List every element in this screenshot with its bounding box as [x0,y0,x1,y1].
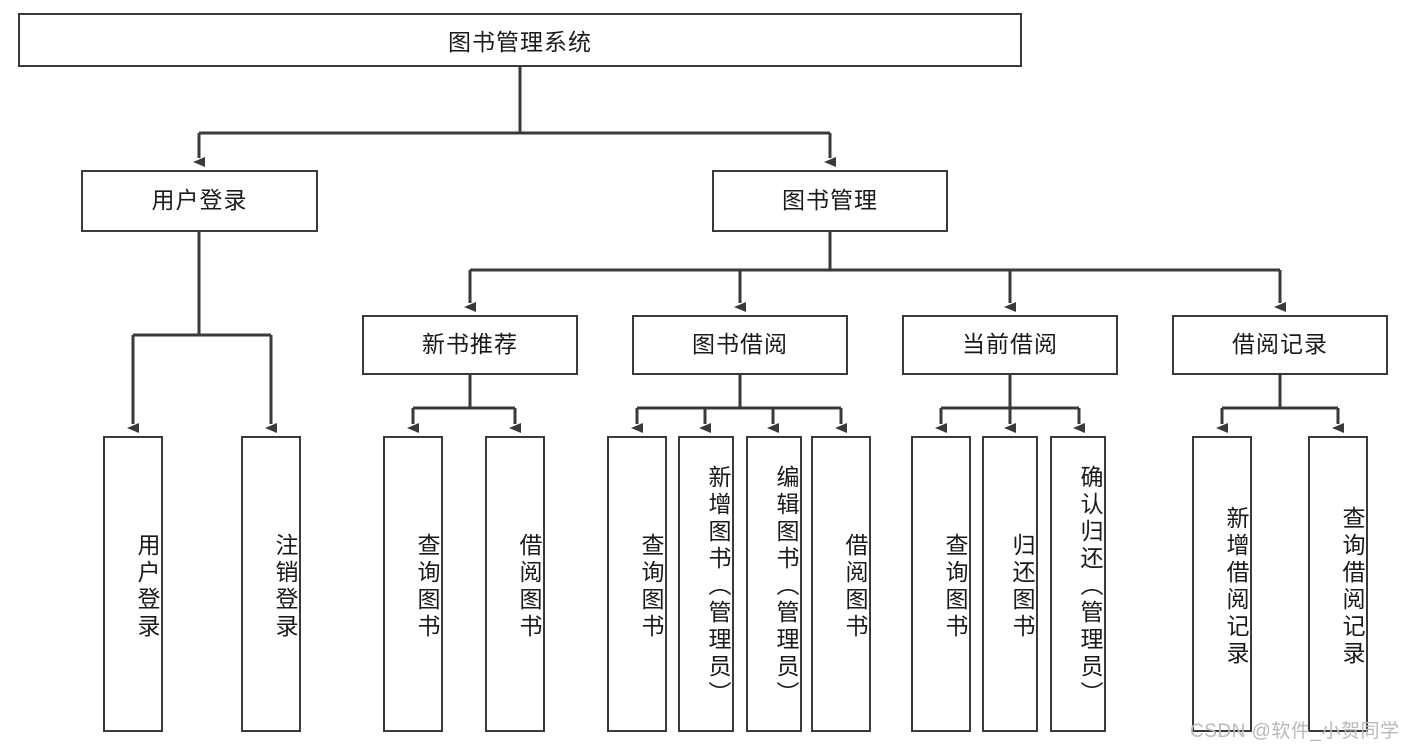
leaf-user-login[interactable]: 用户登录 [103,436,163,732]
leaf-return-book[interactable]: 归还图书 [982,436,1038,732]
leaf-borrow-book-2[interactable]: 借阅图书 [811,436,871,732]
node-root[interactable]: 图书管理系统 [18,13,1022,67]
leaf-confirm-return[interactable]: 确认归还（管理员） [1050,436,1106,732]
leaf-query-record-label: 查询借阅记录 [1339,506,1365,668]
leaf-borrow-book-2-label: 借阅图书 [842,533,868,641]
leaf-add-book[interactable]: 新增图书（管理员） [678,436,734,732]
node-new-book-recommend[interactable]: 新书推荐 [362,315,578,375]
leaf-add-book-label: 新增图书（管理员） [705,464,731,708]
leaf-edit-book-label: 编辑图书（管理员） [773,464,799,708]
node-current-borrow[interactable]: 当前借阅 [902,315,1118,375]
node-current-borrow-label: 当前借阅 [962,331,1058,358]
node-root-label: 图书管理系统 [448,29,592,55]
node-book-borrow[interactable]: 图书借阅 [632,315,848,375]
node-book-borrow-label: 图书借阅 [692,331,788,358]
node-borrow-record-label: 借阅记录 [1232,331,1328,358]
leaf-query-book-1-label: 查询图书 [414,533,440,641]
node-user-login[interactable]: 用户登录 [81,170,318,232]
leaf-query-book-2-label: 查询图书 [638,533,664,641]
leaf-user-logout[interactable]: 注销登录 [241,436,301,732]
leaf-query-book-2[interactable]: 查询图书 [607,436,667,732]
leaf-query-book-3-label: 查询图书 [942,533,968,641]
node-new-book-recommend-label: 新书推荐 [422,331,518,358]
csdn-watermark: CSDN @软件_小贺同学 [1190,721,1400,742]
node-user-login-label: 用户登录 [151,187,248,214]
leaf-query-book-3[interactable]: 查询图书 [911,436,971,732]
leaf-add-record-label: 新增借阅记录 [1223,506,1249,668]
node-borrow-record[interactable]: 借阅记录 [1172,315,1388,375]
node-book-manage-label: 图书管理 [782,187,878,214]
leaf-add-record[interactable]: 新增借阅记录 [1192,436,1252,732]
leaf-return-book-label: 归还图书 [1009,533,1035,641]
leaf-query-book-1[interactable]: 查询图书 [383,436,443,732]
node-book-manage[interactable]: 图书管理 [712,170,948,232]
leaf-edit-book[interactable]: 编辑图书（管理员） [746,436,802,732]
leaf-query-record[interactable]: 查询借阅记录 [1308,436,1368,732]
leaf-borrow-book-1[interactable]: 借阅图书 [485,436,545,732]
leaf-confirm-return-label: 确认归还（管理员） [1077,464,1103,708]
leaf-user-logout-label: 注销登录 [272,533,298,641]
leaf-borrow-book-1-label: 借阅图书 [516,533,542,641]
leaf-user-login-label: 用户登录 [134,533,160,641]
